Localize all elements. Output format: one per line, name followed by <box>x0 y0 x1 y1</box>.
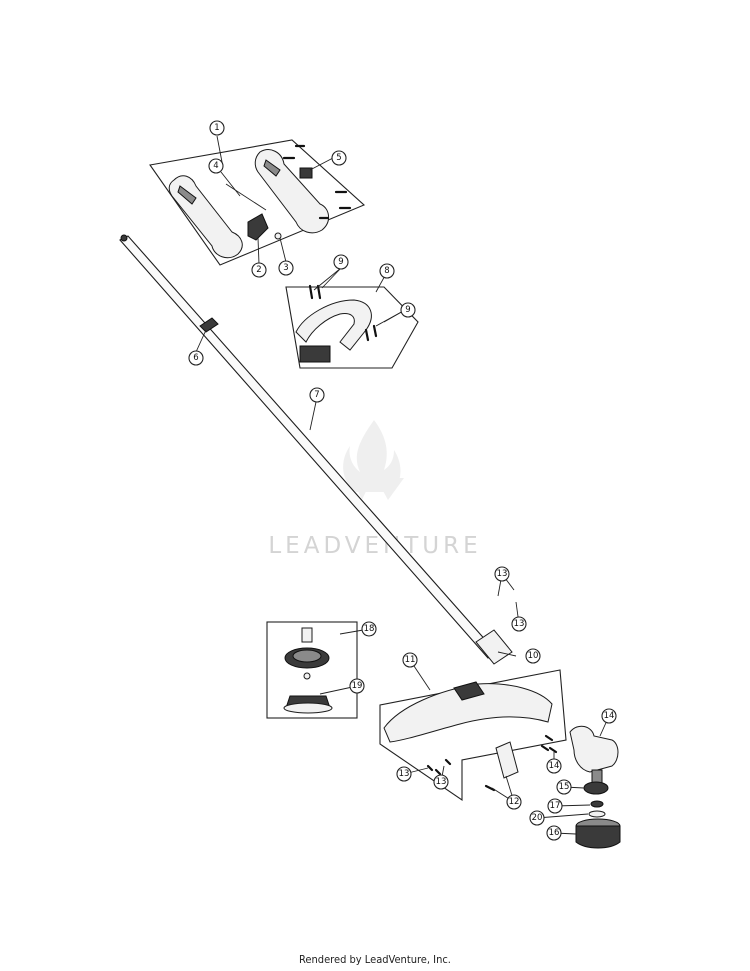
bearing-part <box>583 781 609 795</box>
callout-14a: 14 <box>601 708 617 724</box>
svg-text:3: 3 <box>283 263 288 273</box>
washer-part <box>303 672 311 680</box>
svg-text:12: 12 <box>509 797 520 807</box>
callout-16: 16 <box>546 825 562 841</box>
switch-part <box>299 167 313 179</box>
callout-19: 19 <box>349 678 365 694</box>
shaft-end-cap-part <box>120 234 128 242</box>
guard-part <box>383 683 553 743</box>
svg-text:14: 14 <box>604 711 615 721</box>
callout-12: 12 <box>506 794 522 810</box>
svg-text:9: 9 <box>338 257 343 267</box>
trimmer-head-group <box>266 621 358 719</box>
screw-part <box>426 764 434 772</box>
gearbox-group <box>540 725 621 849</box>
svg-text:14: 14 <box>549 761 560 771</box>
screw-part <box>316 284 322 300</box>
flame-logo-icon <box>343 420 404 500</box>
screw-part <box>544 734 554 742</box>
screw-part <box>548 746 558 754</box>
screw-part <box>434 768 442 776</box>
rear-clamp-part <box>299 345 331 363</box>
callout-20: 20 <box>529 810 545 826</box>
svg-text:4: 4 <box>213 161 218 171</box>
svg-text:6: 6 <box>193 353 198 363</box>
rear-handle-part <box>295 299 372 351</box>
callout-9a: 9 <box>333 254 349 270</box>
callout-10: 10 <box>525 648 541 664</box>
rear-handle-group <box>285 284 419 369</box>
shaft-coupler-part <box>475 629 513 665</box>
guard-group <box>379 669 567 802</box>
svg-text:11: 11 <box>405 655 416 665</box>
callout-11: 11 <box>402 652 418 668</box>
screw-part <box>484 784 496 792</box>
svg-text:10: 10 <box>528 651 539 661</box>
svg-text:7: 7 <box>314 390 319 400</box>
screw-part <box>372 324 378 338</box>
callout-17: 17 <box>547 798 563 814</box>
callout-13b: 13 <box>511 616 527 632</box>
svg-text:16: 16 <box>549 828 560 838</box>
handle-grip-left <box>177 185 197 205</box>
svg-text:13: 13 <box>399 769 410 779</box>
guard-bracket-part <box>495 741 519 779</box>
callout-3: 3 <box>278 260 294 276</box>
callout-9b: 9 <box>400 302 416 318</box>
callout-13a: 13 <box>494 566 510 582</box>
callout-4: 4 <box>208 158 224 174</box>
svg-text:15: 15 <box>559 782 570 792</box>
screw-part <box>540 744 550 752</box>
handle-assembly-group <box>149 139 366 266</box>
callout-13d: 13 <box>433 774 449 790</box>
footer-credit: Rendered by LeadVenture, Inc. <box>299 953 451 966</box>
svg-text:13: 13 <box>497 569 508 579</box>
bump-head-part <box>575 825 621 849</box>
svg-text:17: 17 <box>550 801 561 811</box>
spool-cap-top <box>292 649 322 663</box>
callout-13c: 13 <box>396 766 412 782</box>
trigger-part <box>247 213 269 241</box>
gearbox-part <box>569 725 619 773</box>
callout-8: 8 <box>379 263 395 279</box>
callout-5: 5 <box>331 150 347 166</box>
leadventure-watermark: LEADVENTURE <box>268 420 481 559</box>
watermark-text: LEADVENTURE <box>268 533 481 559</box>
callout-18: 18 <box>361 621 377 637</box>
svg-text:9: 9 <box>405 305 410 315</box>
guard-mount-part <box>453 681 485 701</box>
head-bolt-part <box>301 627 313 643</box>
callout-15: 15 <box>556 779 572 795</box>
screw-part <box>308 284 314 300</box>
callout-14b: 14 <box>546 758 562 774</box>
callout-6: 6 <box>188 350 204 366</box>
trigger-rod-part <box>225 183 267 211</box>
callout-1: 1 <box>209 120 225 136</box>
svg-text:13: 13 <box>514 619 525 629</box>
spool-flange-part <box>283 702 333 714</box>
svg-text:8: 8 <box>384 266 389 276</box>
svg-text:1: 1 <box>214 123 219 133</box>
callout-2: 2 <box>251 262 267 278</box>
svg-text:2: 2 <box>256 265 261 275</box>
screw-part <box>444 758 452 766</box>
seal-ring-part <box>588 810 606 818</box>
callout-7: 7 <box>309 387 325 403</box>
handle-grip-right <box>263 159 281 177</box>
washer-part <box>590 800 604 808</box>
main-shaft-group <box>119 234 513 665</box>
small-spring-part <box>274 232 282 240</box>
shaft-collar-part <box>199 317 219 333</box>
svg-text:13: 13 <box>436 777 447 787</box>
svg-text:18: 18 <box>364 624 375 634</box>
svg-text:19: 19 <box>352 681 363 691</box>
screw-part <box>364 328 370 342</box>
svg-text:20: 20 <box>532 813 543 823</box>
svg-text:5: 5 <box>336 153 341 163</box>
